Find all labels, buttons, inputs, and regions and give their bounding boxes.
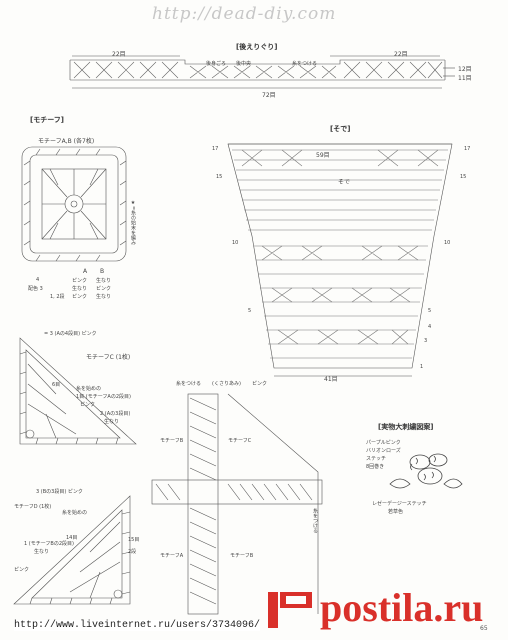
color-row-1-a: ピンク <box>72 278 88 284</box>
color-header-b: B <box>100 268 105 275</box>
motif-c-note-b: 1目 (モチーフAの2段目) <box>76 394 131 400</box>
sleeve-row-5-left: 5 <box>248 308 252 314</box>
color-row-3-a: ピンク <box>72 294 88 300</box>
back-note-center: 後中央 <box>236 61 252 67</box>
sleeve-row-15-left: 15 <box>216 174 223 180</box>
sleeve-so-label: そで <box>338 179 351 186</box>
assembly-diagram <box>151 393 323 615</box>
color-row-2-key: 配色 3 <box>28 286 43 292</box>
motif-ab-name: モチーフA,B (各7枚) <box>38 138 95 145</box>
motif-c-note-top: = 3 (Aの4段目) ピンク <box>44 331 97 337</box>
color-row-3-b: 生なり <box>96 294 112 300</box>
back-row-label-12: 12目 <box>458 66 472 73</box>
watermark-text: http://dead-diy.com <box>152 4 337 24</box>
motif-d-label-14: 14目 <box>66 535 78 541</box>
sleeve-title: [そで] <box>330 125 351 133</box>
sleeve-row-15-right: 15 <box>460 174 467 180</box>
motif-c-note-c: ピンク <box>80 402 96 408</box>
color-header-a: A <box>83 268 88 275</box>
back-edging-diagram <box>69 55 455 89</box>
actual-line-3: ステッチ <box>366 456 387 462</box>
sleeve-diagram <box>227 143 453 377</box>
color-row-1-b: 生なり <box>96 278 112 284</box>
color-row-1-key: 4 <box>36 277 40 283</box>
page-number: 65 <box>480 625 488 632</box>
sleeve-row-4-right: 4 <box>428 324 432 330</box>
motif-c-diagram <box>19 337 137 445</box>
motif-c-note-a: 糸を始めの <box>76 386 102 392</box>
sleeve-row-10-right: 10 <box>444 240 451 246</box>
layout-note-top-c: ピンク <box>252 381 268 387</box>
footer-url[interactable]: http://www.liveinternet.ru/users/3734096… <box>14 620 261 631</box>
motif-d-diagram <box>13 495 131 605</box>
layout-motif-b2: モチーフB <box>230 553 254 559</box>
sleeve-row-17-right: 17 <box>464 146 471 152</box>
layout-note-top-a: 糸をつける <box>176 381 202 387</box>
actual-line-6: 若草色 <box>388 509 404 515</box>
motif-c-note-e: 生なり <box>104 419 120 425</box>
motif-d-note-top: 3 (Bの3段目) ピンク <box>36 489 83 495</box>
postila-logo-icon <box>268 592 312 628</box>
actual-size-title: [実物大刺繍図案] <box>378 423 434 431</box>
motif-d-note-b: 1 (モチーフBの2段目) <box>24 541 74 547</box>
motif-ab-diagram <box>21 146 127 262</box>
sleeve-row-5-right: 5 <box>428 308 432 314</box>
sleeve-row-1-right: 1 <box>420 364 424 370</box>
motif-c-label-6: 6目 <box>52 382 61 388</box>
actual-line-2: バリオンローズ <box>366 448 401 454</box>
color-row-2-a: 生なり <box>72 286 88 292</box>
back-right-count: 22目 <box>394 51 408 58</box>
color-row-3-key: 1, 2段 <box>50 294 65 300</box>
actual-line-1: パープルピンク <box>366 440 401 446</box>
motif-c-name: モチーフC (1枚) <box>86 354 131 361</box>
motif-d-note-a: 糸を始めの <box>62 510 88 516</box>
back-note-body: 後身ごろ <box>206 61 227 67</box>
layout-motif-b: モチーフB <box>160 438 184 444</box>
sleeve-bottom-count: 41目 <box>324 376 338 383</box>
back-row-label-11: 11目 <box>458 75 472 82</box>
motif-d-label-2: 2段 <box>128 549 137 555</box>
motif-d-label-15: 15目 <box>128 537 140 543</box>
motif-vertical-note: ★=糸の始末を編み <box>130 200 136 246</box>
motif-d-name: モチーフD (1枚) <box>14 504 52 510</box>
layout-motif-c: モチーフC <box>228 438 252 444</box>
back-note-attach: 糸をつける <box>292 61 318 67</box>
sleeve-row-17-left: 17 <box>212 146 219 152</box>
motif-title: [モチーフ] <box>30 116 64 124</box>
motif-c-note-d: 2 (Aの3段目) <box>100 411 131 417</box>
back-left-count: 22目 <box>112 51 126 58</box>
back-bottom-count: 72目 <box>262 92 276 99</box>
layout-note-top-b: (くさりあみ) <box>212 381 241 387</box>
layout-motif-a: モチーフA <box>160 553 184 559</box>
embroidery-flower-icon <box>389 453 463 489</box>
actual-line-4: 8回巻き <box>366 464 385 470</box>
motif-d-note-c: 生なり <box>34 549 50 555</box>
layout-side-note: 糸をつける <box>312 508 318 533</box>
sleeve-row-10-left: 10 <box>232 240 239 246</box>
sleeve-row-3-right: 3 <box>424 338 428 344</box>
back-edging-title: [後えりぐり] <box>236 43 278 51</box>
motif-d-note-d: ピンク <box>14 567 30 573</box>
actual-line-5: レゼーデージーステッチ <box>372 501 427 507</box>
sleeve-center-label: 59目 <box>316 152 330 159</box>
color-row-2-b: ピンク <box>96 286 112 292</box>
postila-watermark-text: postila.ru <box>320 585 484 630</box>
